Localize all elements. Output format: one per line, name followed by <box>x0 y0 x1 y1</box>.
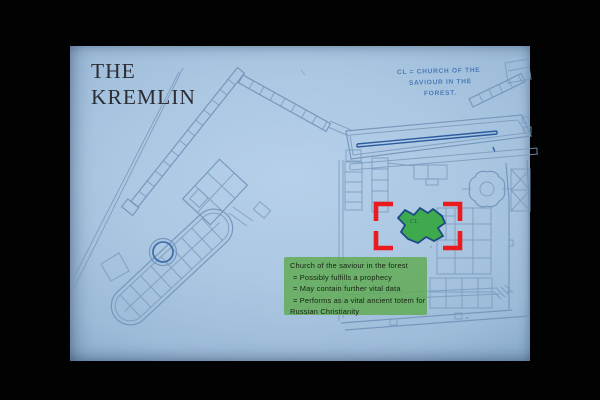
bracket-top-right-icon <box>443 201 463 221</box>
round-courtyard <box>148 237 178 267</box>
lower-band <box>349 147 539 171</box>
long-riverfront-building <box>345 114 532 160</box>
upper-right-buildings <box>504 58 532 84</box>
ladder-building-west <box>120 66 246 217</box>
upper-right-ladder <box>468 72 526 108</box>
ladder-building-east <box>237 74 332 133</box>
bracket-top-left-icon <box>373 201 393 221</box>
page-title-line2: KREMLIN <box>91 85 196 109</box>
page-title: THE KREMLIN <box>91 58 196 110</box>
corridor-lines <box>327 120 352 137</box>
west-annex <box>100 252 130 282</box>
annotation-bullet-3-cont: Russian Christianity <box>290 306 360 316</box>
lattice-tower <box>510 168 531 212</box>
hook-annex <box>252 200 272 220</box>
central-rooms <box>413 164 448 186</box>
handwritten-note-line3: FOREST. <box>423 89 457 98</box>
annotation-bullet-1: = Possibly fulfills a prophecy <box>293 272 393 282</box>
stair-hatching <box>492 284 514 300</box>
paper-specks <box>300 69 509 319</box>
corner-court-building <box>181 158 249 226</box>
annotation-bullet-2: = May contain further vital data <box>293 284 401 293</box>
connector-lines <box>228 206 254 227</box>
annotation-title: Church of the saviour in the forest <box>290 261 408 270</box>
annotation-bullet-3: = Performs as a vital ancient totem for <box>293 295 426 305</box>
church-site-polygon <box>396 206 447 245</box>
cathedral-plan <box>462 170 511 208</box>
page-title-line1: THE <box>91 59 136 83</box>
outer-wall <box>340 159 530 331</box>
target-brackets <box>373 201 463 251</box>
bracket-bottom-right-icon <box>443 231 463 251</box>
oval-building <box>110 208 234 326</box>
church-site-label: CL <box>410 219 419 225</box>
bracket-bottom-left-icon <box>373 231 393 251</box>
diagonal-wall <box>70 67 184 289</box>
annotation-box <box>284 257 427 315</box>
